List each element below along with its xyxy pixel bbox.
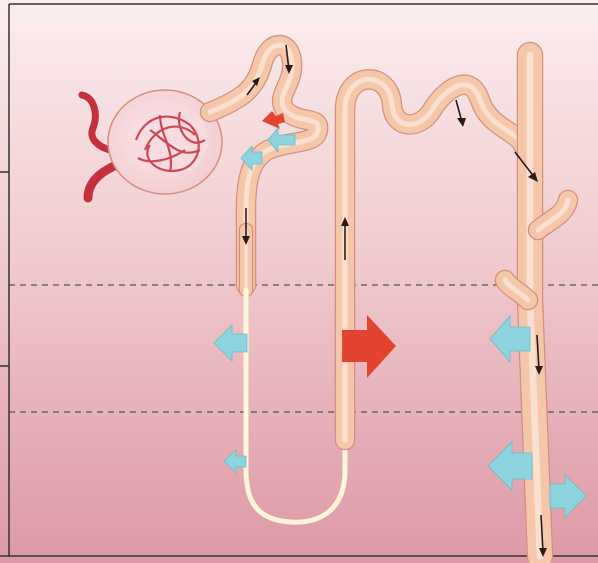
nephron-diagram [0,0,598,563]
nephron-illustration [0,0,598,563]
